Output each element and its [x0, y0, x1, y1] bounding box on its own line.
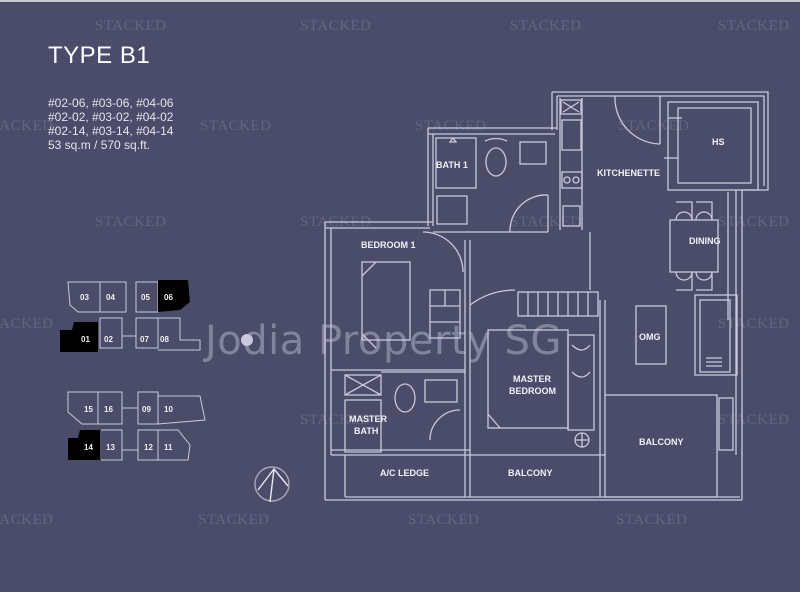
- room-label-dining: DINING: [689, 236, 721, 246]
- room-label-master-bedroom: BEDROOM: [509, 386, 556, 396]
- svg-text:14: 14: [84, 443, 93, 452]
- watermark-stacked: STACKED: [415, 118, 487, 134]
- room-label-hs: HS: [712, 137, 725, 147]
- svg-text:12: 12: [144, 443, 153, 452]
- unit-numbers-list: #02-06, #03-06, #04-06 #02-02, #03-02, #…: [48, 96, 173, 152]
- unit-type-title: TYPE B1: [48, 42, 151, 69]
- svg-text:05: 05: [141, 293, 150, 302]
- room-label-master-bath: BATH: [354, 426, 378, 436]
- key-plan-lower: 15 16 09 10 14 13 12 11: [67, 391, 206, 461]
- svg-text:15: 15: [84, 405, 93, 414]
- watermark-stacked: STACKED: [300, 412, 372, 428]
- svg-text:13: 13: [106, 443, 115, 452]
- watermark-stacked: STACKED: [616, 512, 688, 528]
- room-label-bedroom1: BEDROOM 1: [361, 240, 416, 250]
- watermark-stacked: STACKED: [95, 18, 167, 34]
- unit-line: #02-06, #03-06, #04-06: [48, 96, 174, 110]
- watermark-stacked: STACKED: [0, 512, 54, 528]
- watermark-overlay: Jodia Property SG: [205, 318, 562, 364]
- watermark-stacked: STACKED: [510, 18, 582, 34]
- room-label-living: OMG: [639, 332, 661, 342]
- watermark-stacked: STACKED: [0, 118, 54, 134]
- watermark-stacked: STACKED: [718, 18, 790, 34]
- room-label-balcony: BALCONY: [639, 437, 684, 447]
- watermark-stacked: STACKED: [200, 118, 272, 134]
- room-label-master-bath: MASTER: [349, 414, 388, 424]
- watermark-stacked: STACKED: [0, 316, 54, 332]
- unit-line: #02-14, #03-14, #04-14: [48, 124, 174, 138]
- key-plan-upper: 03 04 05 06 01 02 07 08: [60, 280, 201, 352]
- svg-text:08: 08: [160, 335, 169, 344]
- room-label-kitchenette: KITCHENETTE: [597, 168, 660, 178]
- watermark-stacked: STACKED: [408, 512, 480, 528]
- watermark-stacked: STACKED: [300, 18, 372, 34]
- logo-icon: [241, 334, 253, 346]
- svg-text:10: 10: [164, 405, 173, 414]
- room-label-bath1: BATH 1: [436, 160, 468, 170]
- svg-text:02: 02: [104, 335, 113, 344]
- watermark-stacked: STACKED: [618, 118, 690, 134]
- svg-text:07: 07: [140, 335, 149, 344]
- svg-text:09: 09: [142, 405, 151, 414]
- north-arrow-icon: [254, 466, 290, 503]
- svg-text:06: 06: [164, 293, 173, 302]
- room-label-master-bedroom: MASTER: [513, 374, 552, 384]
- watermark-stacked: STACKED: [198, 512, 270, 528]
- svg-text:01: 01: [81, 335, 90, 344]
- unit-area: 53 sq.m / 570 sq.ft.: [48, 138, 151, 152]
- room-label-balcony: BALCONY: [508, 468, 553, 478]
- room-label-ac-ledge: A/C LEDGE: [380, 468, 429, 478]
- svg-text:11: 11: [164, 443, 173, 452]
- watermark-stacked: STACKED: [95, 214, 167, 230]
- svg-text:03: 03: [80, 293, 89, 302]
- svg-text:04: 04: [106, 293, 115, 302]
- top-border: [0, 0, 800, 2]
- svg-text:16: 16: [104, 405, 113, 414]
- unit-line: #02-02, #03-02, #04-02: [48, 110, 174, 124]
